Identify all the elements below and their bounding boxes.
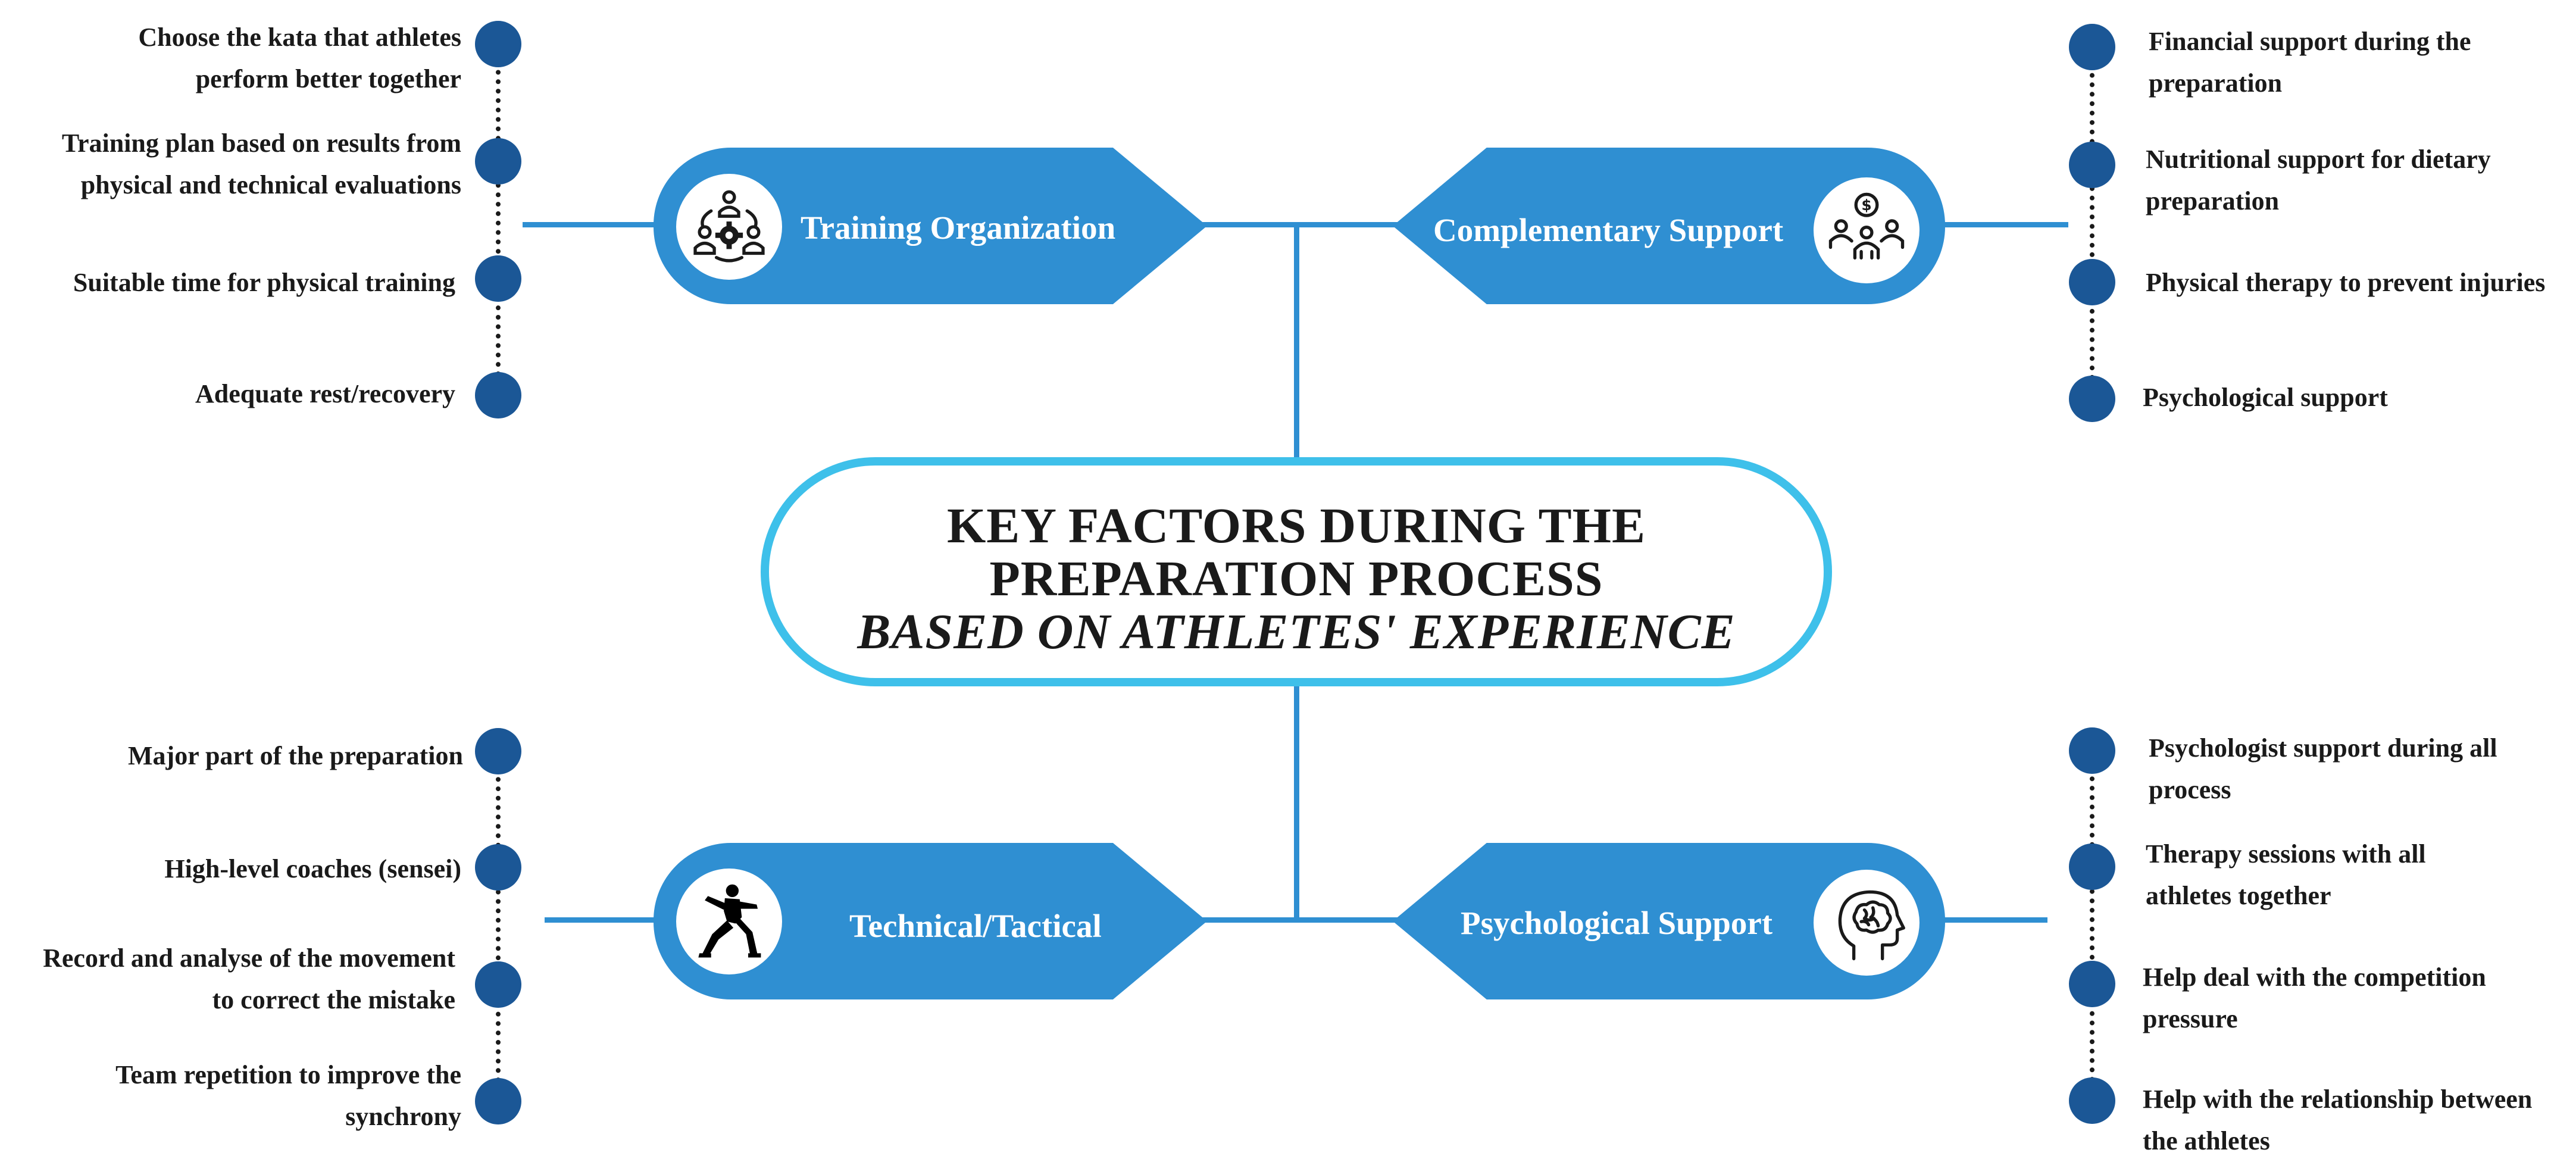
- item-text-line: process: [2149, 775, 2231, 804]
- item-text-line: the athletes: [2143, 1126, 2270, 1155]
- bullet-dot: [475, 1078, 521, 1124]
- complementary-item-2: Nutritional support for dietary preparat…: [2146, 139, 2491, 222]
- item-text-line: Adequate rest/recovery: [195, 379, 455, 408]
- item-text-line: Major part of the preparation: [128, 741, 463, 770]
- branch-line-training: [523, 222, 659, 227]
- connector-vertical-top: [1294, 225, 1299, 458]
- item-text-line: athletes together: [2146, 881, 2331, 910]
- bullet-dot: [475, 728, 521, 774]
- connector-vertical-bottom: [1294, 685, 1299, 920]
- bullet-dot: [2069, 961, 2115, 1007]
- bullet-dot: [2069, 376, 2115, 422]
- item-text-line: Therapy sessions with all: [2146, 839, 2426, 869]
- karate-silhouette-icon: [676, 869, 782, 974]
- bullet-dot: [2069, 1077, 2115, 1124]
- item-text-line: synchrony: [345, 1102, 461, 1131]
- bullet-dot: [475, 372, 521, 418]
- branch-line-psychological: [1940, 917, 2047, 923]
- item-text-line: High-level coaches (sensei): [164, 854, 461, 883]
- psychological-item-4: Help with the relationship between the a…: [2143, 1079, 2532, 1159]
- training-item-1: Choose the kata that athletes perform be…: [138, 17, 461, 100]
- bullet-dot: [475, 961, 521, 1008]
- category-label-psychological: Psychological Support: [1461, 905, 1773, 941]
- svg-text:$: $: [1861, 196, 1871, 214]
- psychological-item-2: Therapy sessions with all athletes toget…: [2146, 833, 2426, 917]
- item-text-line: Financial support during the: [2149, 27, 2471, 56]
- category-label-technical: Technical/Tactical: [849, 908, 1102, 944]
- bullet-dot: [475, 844, 521, 891]
- item-text-line: to correct the mistake: [212, 985, 455, 1014]
- complementary-item-4: Psychological support: [2143, 377, 2388, 418]
- technical-item-2: High-level coaches (sensei): [164, 848, 461, 890]
- psychological-item-1: Psychologist support during all process: [2149, 727, 2497, 811]
- branch-line-complementary: [1940, 222, 2068, 227]
- bullet-dot: [475, 21, 521, 67]
- head-brain-icon: [1814, 870, 1920, 976]
- item-text-line: Suitable time for physical training: [73, 268, 455, 297]
- item-text-line: Physical therapy to prevent injuries: [2146, 268, 2546, 297]
- item-text-line: Nutritional support for dietary: [2146, 145, 2491, 174]
- item-text-line: Team repetition to improve the: [115, 1060, 461, 1089]
- category-label-training: Training Organization: [801, 210, 1116, 246]
- training-item-2: Training plan based on results from phys…: [62, 123, 461, 206]
- bullet-dot: [2069, 259, 2115, 305]
- item-text-line: preparation: [2146, 186, 2280, 215]
- training-item-4: Adequate rest/recovery: [195, 373, 455, 415]
- title-line-2: PREPARATION PROCESS: [989, 551, 1603, 607]
- title-line-1: KEY FACTORS DURING THE: [946, 498, 1646, 554]
- connector-bottom-horizontal: [1202, 917, 1405, 923]
- title-line-3: BASED ON ATHLETES' EXPERIENCE: [857, 604, 1736, 660]
- bullet-dot: [475, 138, 521, 185]
- item-text-line: Help with the relationship between: [2143, 1085, 2533, 1114]
- dotted-line-psychological: [2090, 748, 2094, 1101]
- group-money-icon: $: [1814, 177, 1920, 283]
- center-title-box: KEY FACTORS DURING THE PREPARATION PROCE…: [761, 457, 1832, 686]
- item-text-line: physical and technical evaluations: [80, 170, 461, 199]
- workflow-gear-people-icon: [676, 174, 782, 280]
- dotted-line-technical: [496, 749, 501, 1101]
- item-text-line: Help deal with the competition: [2143, 963, 2486, 992]
- item-text-line: Psychological support: [2143, 383, 2388, 412]
- item-text-line: preparation: [2149, 68, 2283, 98]
- bullet-dot: [2069, 24, 2115, 70]
- complementary-item-3: Physical therapy to prevent injuries: [2146, 262, 2545, 304]
- technical-item-4: Team repetition to improve the synchrony: [115, 1054, 461, 1138]
- technical-item-1: Major part of the preparation: [128, 735, 463, 777]
- item-text-line: Psychologist support during all: [2149, 733, 2497, 763]
- item-text-line: perform better together: [195, 64, 461, 93]
- item-text-line: Training plan based on results from: [61, 129, 461, 158]
- category-label-complementary: Complementary Support: [1433, 212, 1784, 248]
- bullet-dot: [475, 255, 521, 302]
- item-text-line: Choose the kata that athletes: [138, 23, 461, 52]
- technical-item-3: Record and analyse of the movement to co…: [43, 938, 455, 1021]
- psychological-item-3: Help deal with the competition pressure: [2143, 957, 2486, 1040]
- bullet-dot: [2069, 142, 2115, 188]
- item-text-line: pressure: [2143, 1004, 2238, 1033]
- bullet-dot: [2069, 727, 2115, 774]
- training-item-3: Suitable time for physical training: [73, 262, 455, 304]
- complementary-item-1: Financial support during the preparation: [2149, 21, 2471, 104]
- connector-top-horizontal: [1202, 222, 1405, 227]
- item-text-line: Record and analyse of the movement: [43, 944, 455, 973]
- branch-line-technical: [545, 917, 659, 923]
- bullet-dot: [2069, 844, 2115, 890]
- dotted-line-complementary: [2090, 45, 2094, 399]
- dotted-line-training: [496, 42, 501, 395]
